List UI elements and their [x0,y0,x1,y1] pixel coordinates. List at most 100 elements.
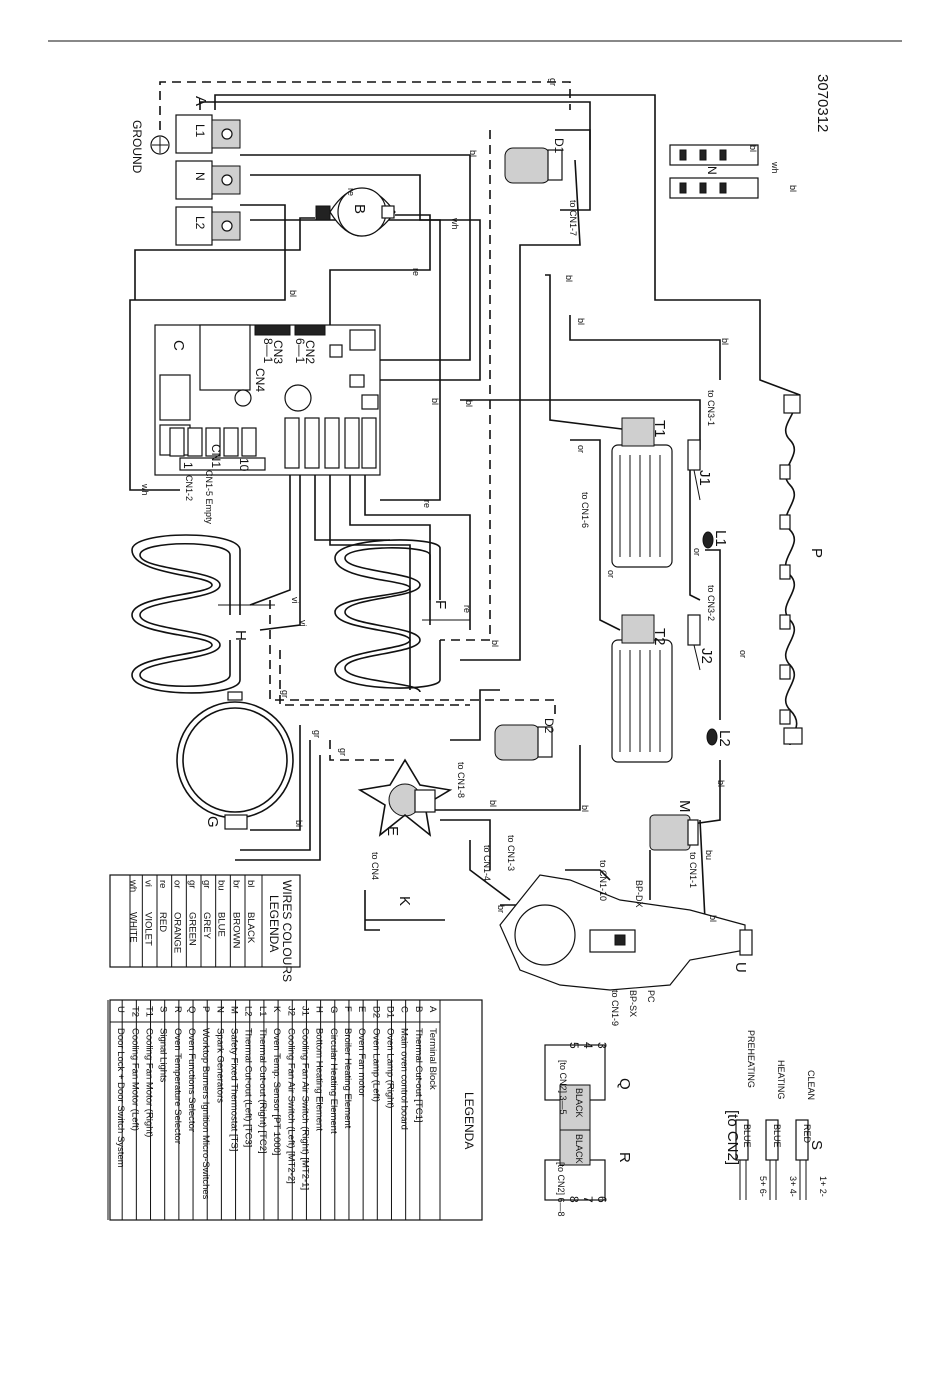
cn1-2-label: CN1-2 [184,475,194,501]
label-C: C [170,340,187,351]
legend-description: Bottom Heating Element [314,1028,325,1131]
connection-notes: to CN1-7 to CN3-1 to CN1-6 to CN3-2 to C… [370,200,716,1026]
wire-tag: re [346,188,356,196]
wire-code: gr [201,880,212,888]
wire-tag: bl [580,805,590,812]
light-clean-color: RED [802,1124,812,1144]
legend-code: B [413,1006,424,1012]
q-note: [to CN2] 3—5 [558,1060,568,1115]
wire-tag: bl [464,400,474,407]
terminal-L1: L1 [193,124,207,138]
cn2-label: CN2 [303,340,317,364]
functions-selector-Q: BLACK 3 4 5 [to CN2] 3—5 Q [544,1042,633,1131]
temperature-selector-R: BLACK 6 7 8 [to CN2] 6—8 R [544,1129,633,1217]
legend-description: Oven Fan motor [356,1028,367,1097]
legend-code: R [172,1006,183,1013]
wire-tag: wh [450,217,460,230]
wire-tag: br [496,905,506,913]
wire-colour-name: ORANGE [172,912,183,953]
wire-code: br [230,880,241,888]
note-to-cn1-1: to CN1-1 [688,852,698,888]
label-G: G [204,816,221,828]
legend-code: L2 [243,1006,254,1017]
wire-legend-title-2: LEGENDA [267,895,281,952]
ground-label: GROUND [130,120,144,174]
air-switch-J2: J2 [687,614,715,671]
q-pin-4: 4 [581,1042,595,1049]
legend-code: T1 [144,1006,155,1017]
note-to-cn3-1: to CN3-1 [706,390,716,426]
wire-code: gr [186,880,197,888]
bp-dx-label: BP-DX [634,880,644,908]
wire-colour-name: BLACK [245,912,256,944]
legend-code: A [427,1006,438,1013]
wire-colour-name: BLUE [216,912,227,937]
wire-tag: wh [140,483,150,496]
cn1-5-empty-label: CN1-5 Empty [204,470,214,525]
terminal-L2: L2 [193,216,207,230]
terminal-block-A: L1 N L2 A [175,96,241,246]
label-B: B [351,204,368,214]
legend-code: T2 [129,1006,140,1017]
legend-code: U [115,1006,126,1013]
wire-tag: bl [468,150,478,157]
wire-tag: bl [576,318,586,325]
label-D1: D1 [552,138,566,154]
cn2-range: 6—1 [293,338,307,364]
legend-code: N [214,1006,225,1013]
door-lock-U: U BP-DX BP-SX PC [499,874,753,1017]
light-clean-label: CLEAN [806,1070,816,1100]
wire-tag: bl [294,820,304,827]
wire-code: or [172,880,183,888]
control-board-C: C CN4 8—1 CN3 6—1 CN2 CN1 1 10 CN1-2 CN1… [154,324,381,525]
wire-colour-name: GREY [201,912,212,940]
label-F: F [432,600,449,609]
cn3-label: CN3 [271,340,285,364]
terminal-N: N [193,172,207,181]
r-pin-8: 8 [567,1196,581,1203]
wire-code: vi [142,880,153,887]
circular-element-G: G [176,691,294,830]
note-to-cn1-6: to CN1-6 [580,492,590,528]
ignition-microswitches-P: P [779,394,825,746]
wire-tag: bl [720,338,730,345]
bottom-element-H: H [131,534,275,694]
wire-code: wh [128,879,139,892]
wire-tag: gr [312,730,322,738]
legend-description: Broiler Heating Element [342,1028,353,1129]
note-to-cn4: to CN4 [370,852,380,880]
wire-colour-name: GREEN [186,912,197,946]
wire-colour-name: BROWN [230,912,241,949]
cn1-end: 10 [237,458,251,472]
spark-generators-N: N [669,144,759,199]
wire-tag: gr [338,748,348,756]
oven-lamp-D1: D1 [504,138,566,184]
legend-description: Thermal Cut-out (Left) [TC3] [243,1028,254,1147]
note-to-cn1-3: to CN1-3 [506,835,516,871]
legend-description: Oven Temp. Sensor [PT 1000] [271,1028,282,1155]
label-J2: J2 [698,648,715,664]
legend-description: Main oven control board [399,1028,410,1130]
cn4-label: CN4 [253,368,267,392]
legend-code: C [399,1006,410,1013]
r-pin-6: 6 [595,1196,609,1203]
cn1-label: CN1 [209,444,223,468]
legend-code: D1 [384,1006,395,1018]
legend-description: Thermal Cut-out (Right) [TC2] [257,1028,268,1154]
wire-colour-name: VIOLET [142,912,153,946]
pc-label: PC [646,990,656,1003]
wires [129,81,801,936]
label-R: R [616,1152,633,1163]
wire-tag: bl [788,185,798,192]
legend-description: Cooling Fan Air Switch (Left) [MT2-2] [285,1028,296,1184]
wire-tag: bl [288,290,298,297]
wire-code: bl [245,880,256,887]
signal-lights-S: CLEAN RED 1+ 2- HEATING BLUE 3+ 4- PREHE… [724,1030,828,1200]
legend-code: Q [186,1006,197,1013]
wire-tag: bl [708,915,718,922]
label-T2: T2 [651,628,668,646]
q-body: BLACK [574,1088,584,1118]
broiler-element-F: F [334,539,470,693]
label-H: H [232,630,249,641]
